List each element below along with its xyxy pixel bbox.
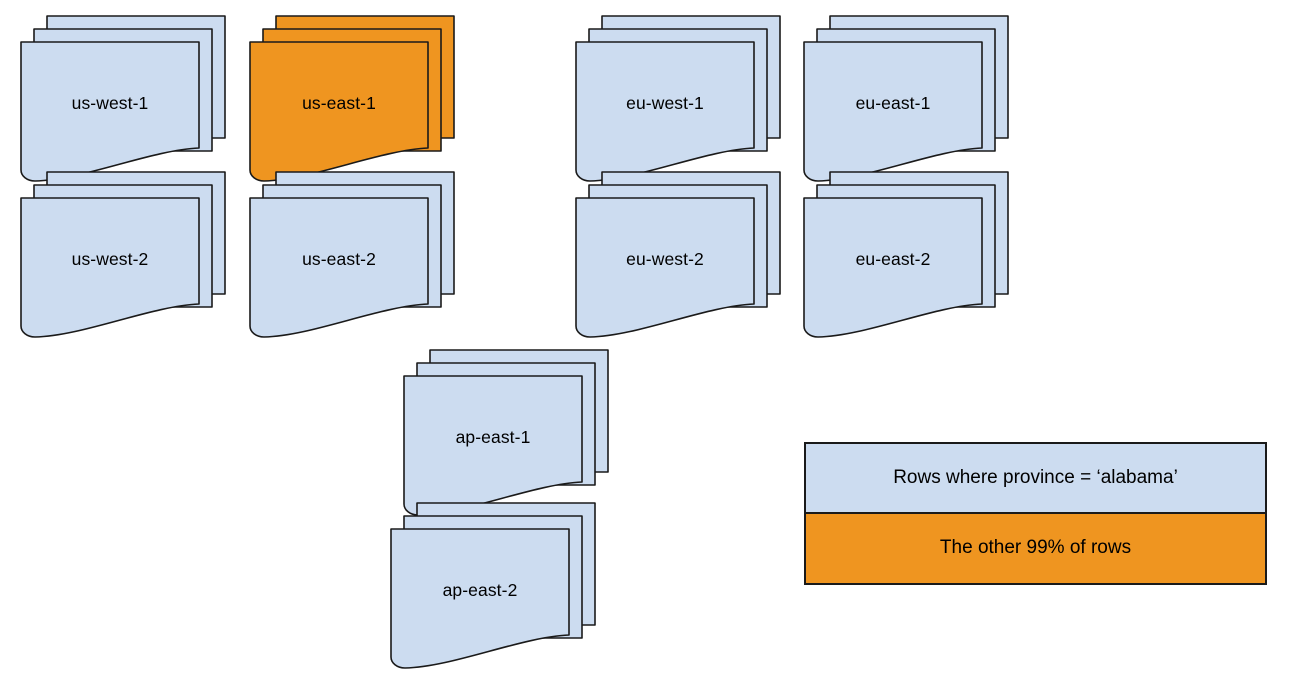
legend-row-rows-alabama: Rows where province = ‘alabama’ <box>806 444 1265 514</box>
document-sheet-front <box>803 197 983 338</box>
region-stack-shape-us-east-1 <box>249 15 455 182</box>
document-sheet-front <box>575 41 755 182</box>
region-stack-shape-eu-east-2 <box>803 171 1009 338</box>
region-stack-shape-ap-east-2 <box>390 502 596 669</box>
document-sheet-front <box>249 41 429 182</box>
document-sheet-front <box>20 197 200 338</box>
document-sheet-front <box>575 197 755 338</box>
document-sheet-front <box>20 41 200 182</box>
region-stack-us-east-2[interactable]: us-east-2 <box>249 171 455 338</box>
legend: Rows where province = ‘alabama’ The othe… <box>804 442 1267 585</box>
legend-row-other-rows: The other 99% of rows <box>806 513 1265 583</box>
document-sheet-front <box>390 528 570 669</box>
region-stack-shape-us-east-2 <box>249 171 455 338</box>
region-stack-us-east-1[interactable]: us-east-1 <box>249 15 455 182</box>
legend-label-other-rows: The other 99% of rows <box>939 537 1132 559</box>
document-sheet-front <box>803 41 983 182</box>
region-stack-eu-west-1[interactable]: eu-west-1 <box>575 15 781 182</box>
region-stack-shape-ap-east-1 <box>403 349 609 516</box>
region-stack-shape-us-west-1 <box>20 15 226 182</box>
region-stack-eu-west-2[interactable]: eu-west-2 <box>575 171 781 338</box>
region-stack-ap-east-1[interactable]: ap-east-1 <box>403 349 609 516</box>
region-stack-shape-eu-west-2 <box>575 171 781 338</box>
document-sheet-front <box>249 197 429 338</box>
legend-label-rows-alabama: Rows where province = ‘alabama’ <box>893 466 1178 488</box>
region-stack-us-west-1[interactable]: us-west-1 <box>20 15 226 182</box>
region-stack-shape-eu-west-1 <box>575 15 781 182</box>
region-stack-shape-us-west-2 <box>20 171 226 338</box>
region-stack-ap-east-2[interactable]: ap-east-2 <box>390 502 596 669</box>
region-stack-us-west-2[interactable]: us-west-2 <box>20 171 226 338</box>
region-stack-eu-east-2[interactable]: eu-east-2 <box>803 171 1009 338</box>
document-sheet-front <box>403 375 583 516</box>
region-stack-shape-eu-east-1 <box>803 15 1009 182</box>
region-stack-eu-east-1[interactable]: eu-east-1 <box>803 15 1009 182</box>
